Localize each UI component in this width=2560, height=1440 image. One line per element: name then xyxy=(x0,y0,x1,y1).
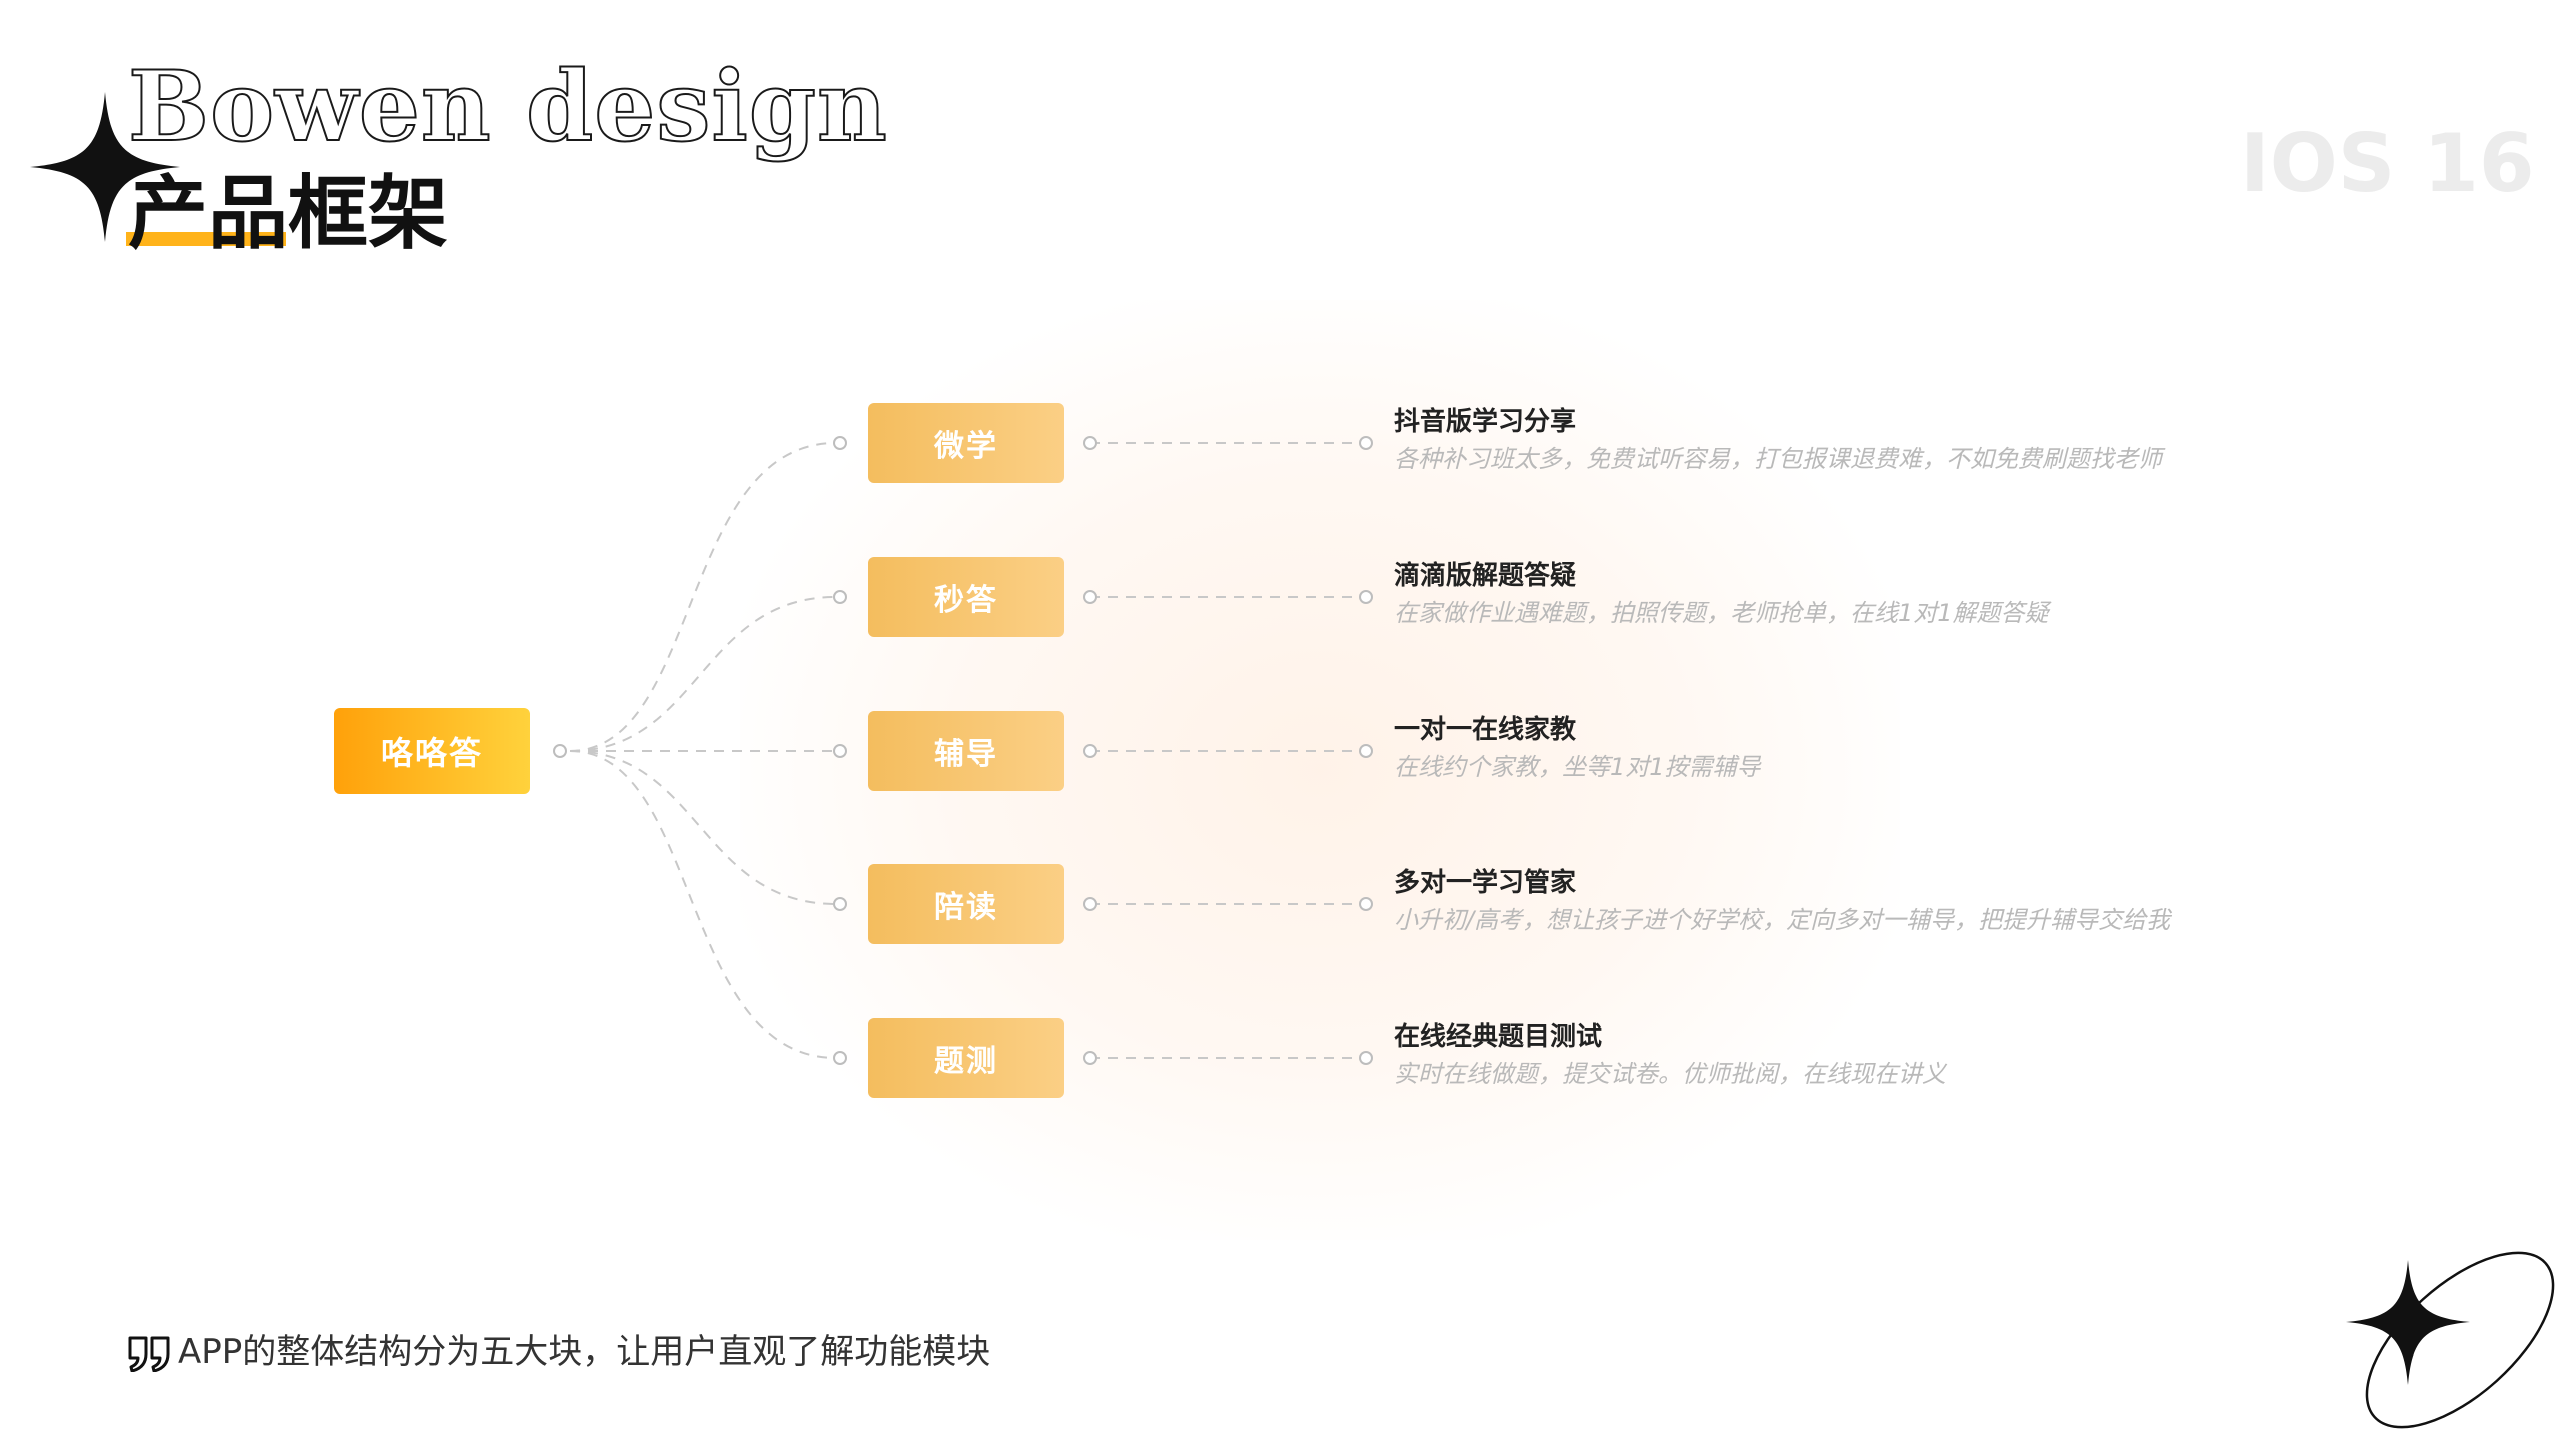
page-title: 产品框架 xyxy=(128,167,448,260)
branch-subtitle: 在线约个家教，坐等1对1按需辅导 xyxy=(1394,753,1761,781)
branch-title: 多对一学习管家 xyxy=(1394,868,1577,898)
branch-node-tice: 题测 xyxy=(868,1018,1064,1098)
branch-title: 在线经典题目测试 xyxy=(1394,1022,1603,1052)
branch-subtitle: 各种补习班太多，免费试听容易，打包报课退费难，不如免费刷题找老师 xyxy=(1394,445,2162,473)
branch-title: 滴滴版解题答疑 xyxy=(1394,561,1577,591)
root-node: 咯咯答 xyxy=(334,708,530,794)
footer-note: APP的整体结构分为五大块，让用户直观了解功能模块 xyxy=(178,1332,991,1372)
sparkle-star-icon xyxy=(30,92,180,242)
quote-icon xyxy=(128,1336,170,1372)
orbit-star-icon xyxy=(2346,1251,2555,1429)
branch-title: 抖音版学习分享 xyxy=(1394,407,1577,437)
version-label: IOS 16 xyxy=(2240,117,2535,210)
branch-title: 一对一在线家教 xyxy=(1394,715,1577,745)
branch-node-weixue: 微学 xyxy=(868,403,1064,483)
branch-node-miaoda: 秒答 xyxy=(868,557,1064,637)
title-underline xyxy=(126,232,286,246)
branch-node-fudao: 辅导 xyxy=(868,711,1064,791)
branch-subtitle: 在家做作业遇难题，拍照传题，老师抢单，在线1对1解题答疑 xyxy=(1394,599,2049,627)
branch-subtitle: 小升初/高考，想让孩子进个好学校，定向多对一辅导，把提升辅导交给我 xyxy=(1394,906,2171,934)
brand-name: Bowen design xyxy=(127,50,888,163)
branch-node-peidu: 陪读 xyxy=(868,864,1064,944)
branch-subtitle: 实时在线做题，提交试卷。优师批阅，在线现在讲义 xyxy=(1394,1060,1946,1088)
